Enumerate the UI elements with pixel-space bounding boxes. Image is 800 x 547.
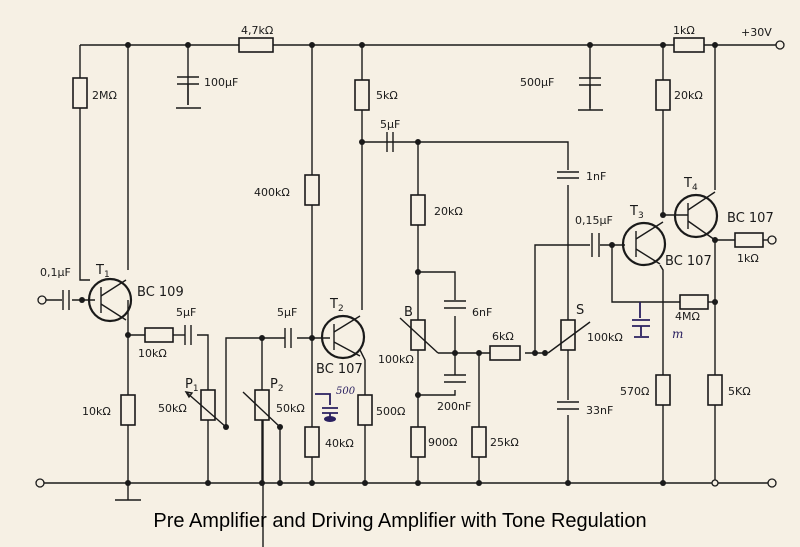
handwritten-cap-t3 [632, 302, 650, 338]
label-10k-series: 10kΩ [138, 347, 167, 360]
label-bass-value: 100kΩ [378, 353, 414, 366]
label-6k: 6kΩ [492, 330, 514, 343]
capacitor-input [62, 290, 70, 310]
label-2M: 2MΩ [92, 89, 117, 102]
label-bc109: BC 109 [137, 285, 184, 300]
ground-terminal-right [767, 478, 777, 488]
label-p2: P2 [270, 377, 284, 394]
label-570R: 570Ω [620, 385, 649, 398]
label-t2: T2 [329, 297, 344, 314]
junctions [79, 42, 718, 486]
pot-treble [547, 319, 591, 354]
label-33nF: 33nF [586, 404, 613, 417]
capacitor-0-15uF [591, 233, 600, 257]
ground-junction-open [711, 479, 719, 487]
capacitor-500uF [578, 77, 603, 111]
label-p1-value: 50kΩ [158, 402, 187, 415]
label-bc107-t4: BC 107 [727, 211, 774, 226]
resistor-20k-tone [410, 194, 426, 226]
label-5K: 5KΩ [728, 385, 751, 398]
input-terminal [37, 295, 47, 305]
capacitor-5uF-t1 [184, 325, 192, 345]
label-10k-emitter: 10kΩ [82, 405, 111, 418]
resistor-20k-t3 [655, 79, 671, 111]
resistor-500R [357, 394, 373, 426]
label-400k: 400kΩ [254, 186, 290, 199]
label-treble-value: 100kΩ [587, 331, 623, 344]
capacitor-6nF [444, 300, 466, 309]
resistor-400k [304, 174, 320, 206]
label-900R: 900Ω [428, 436, 457, 449]
label-20k-t3: 20kΩ [674, 89, 703, 102]
label-5uF-out: 5µF [380, 118, 400, 131]
label-0-1uF: 0,1µF [40, 266, 71, 279]
label-t3: T3 [629, 204, 644, 221]
label-6nF: 6nF [472, 306, 492, 319]
capacitor-5uF-t2out [386, 132, 394, 152]
resistor-10k-series [144, 327, 174, 343]
resistor-2M [72, 77, 88, 109]
label-40k: 40kΩ [325, 437, 354, 450]
label-1k-output: 1kΩ [737, 252, 759, 265]
label-200nF: 200nF [437, 400, 471, 413]
output-terminal [767, 235, 777, 245]
label-1nF: 1nF [586, 170, 606, 183]
label-500R: 500Ω [376, 405, 405, 418]
resistor-40k [304, 426, 320, 458]
label-bc107-t3: BC 107 [665, 254, 712, 269]
ground-terminal-left [35, 478, 45, 488]
labels: 4,7kΩ 2MΩ 100µF 5kΩ 5µF 400kΩ 20kΩ 500µF… [40, 24, 774, 450]
transistor-t1 [87, 277, 133, 323]
diagram-caption: Pre Amplifier and Driving Amplifier with… [153, 510, 647, 532]
capacitor-100uF [176, 76, 201, 109]
resistor-1k-supply [673, 37, 705, 53]
handwritten-note-500: 500 [336, 386, 356, 397]
label-treble: S [576, 303, 584, 318]
label-4M: 4MΩ [675, 310, 700, 323]
label-25k: 25kΩ [490, 436, 519, 449]
pot-p1 [184, 389, 227, 428]
transistor-t3 [621, 221, 667, 267]
resistor-10k-t1-emitter [120, 394, 136, 426]
label-500uF: 500µF [520, 76, 554, 89]
label-4k7: 4,7kΩ [241, 24, 273, 37]
label-p2-value: 50kΩ [276, 402, 305, 415]
label-p1: P1 [185, 377, 199, 394]
handwritten-cap-t2 [315, 393, 338, 422]
label-t1: T1 [95, 263, 110, 280]
transistor-t2 [320, 314, 366, 360]
label-100uF: 100µF [204, 76, 238, 89]
capacitor-1nF [557, 171, 579, 179]
label-1k-supply: 1kΩ [673, 24, 695, 37]
resistor-4M [679, 294, 709, 310]
capacitor-5uF-t2in [284, 328, 292, 348]
label-5k: 5kΩ [376, 89, 398, 102]
resistor-6k [489, 345, 521, 361]
label-20k-tone: 20kΩ [434, 205, 463, 218]
label-0-15uF: 0,15µF [575, 214, 613, 227]
supply-terminal [775, 40, 785, 50]
label-5uF-t1: 5µF [176, 306, 196, 319]
label-bass: B [404, 305, 413, 320]
resistor-25k [471, 426, 487, 458]
resistor-5k [354, 79, 370, 111]
resistor-570R [655, 374, 671, 406]
pot-bass [399, 317, 439, 354]
resistor-4k7 [238, 37, 274, 53]
resistor-1k-output [734, 232, 764, 248]
handwritten-note-m: m [672, 327, 683, 341]
pot-p2 [242, 389, 281, 428]
supply-label: +30V [741, 26, 772, 39]
label-5uF-t2in: 5µF [277, 306, 297, 319]
label-t4: T4 [683, 176, 698, 193]
capacitor-200nF [444, 374, 466, 383]
resistor-5K-t4 [707, 374, 723, 406]
transistor-t4 [663, 191, 719, 241]
resistor-900R [410, 426, 426, 458]
capacitor-33nF [557, 401, 579, 410]
label-bc107-t2: BC 107 [316, 362, 363, 377]
